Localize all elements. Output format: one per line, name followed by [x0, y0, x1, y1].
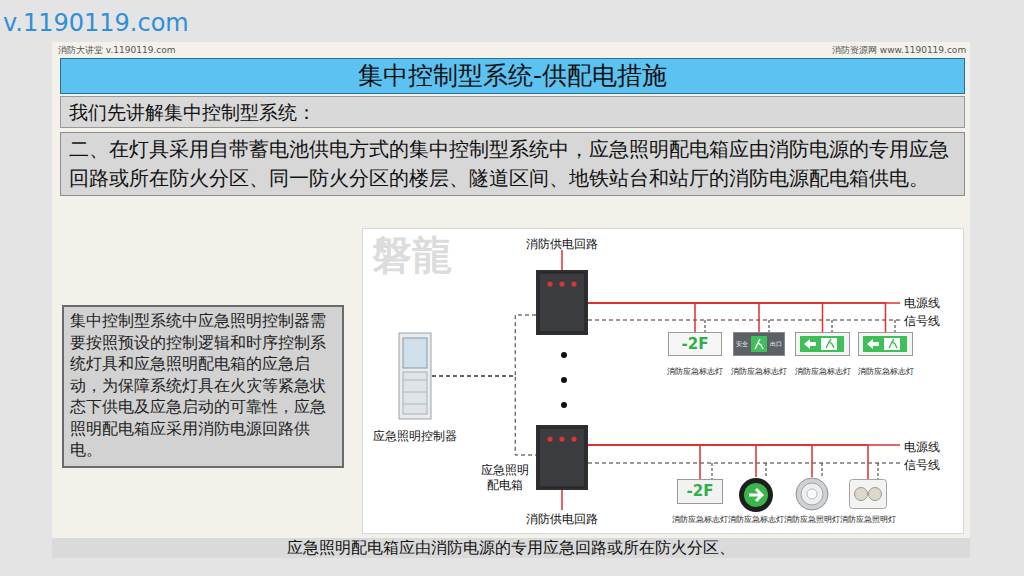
sign-lamp: 消防应急标志灯安全出口 — [733, 332, 785, 356]
header-note: 消防资源网 www.1190119.com — [832, 44, 966, 57]
caption-bar: 应急照明配电箱应由消防电源的专用应急回路或所在防火分区、 — [52, 538, 970, 558]
sign-text: -2F — [677, 482, 723, 500]
supply-line — [561, 250, 563, 270]
note-box: 集中控制型系统中应急照明控制器需要按照预设的控制逻辑和时序控制系统灯具和应急照明… — [62, 305, 344, 468]
signal-connector — [432, 315, 536, 376]
line-label: 电源线 — [904, 295, 940, 312]
power-connector — [588, 445, 868, 479]
power-connector — [588, 445, 812, 477]
power-connector — [588, 303, 886, 332]
power-connector — [588, 303, 823, 332]
node-label: 消防应急标志灯 — [731, 366, 787, 377]
sign-lamp: 消防应急标志灯-2F — [677, 479, 723, 504]
lighting-lamp-graphic — [849, 479, 887, 509]
sign-lamp-graphic — [795, 332, 850, 356]
distribution-box-graphic — [536, 270, 588, 335]
node-label: 消防应急标志灯 — [858, 366, 914, 377]
line-label: 电源线 — [904, 439, 940, 456]
node-label: 消防应急标志灯 — [795, 366, 851, 377]
sign-lamp: 消防应急标志灯 — [858, 332, 913, 356]
lighting-lamp: 消防应急照明灯 — [795, 477, 829, 511]
line-label: 信号线 — [904, 457, 940, 474]
power-connector — [588, 445, 756, 477]
distribution-box-graphic — [536, 425, 588, 490]
signal-bus — [588, 320, 900, 321]
sign-text: -2F — [668, 335, 722, 353]
lighting-lamp: 消防应急照明灯 — [849, 479, 887, 509]
node-text: 集中控制型系统-供配电措施 — [61, 61, 964, 91]
signal-bus — [588, 463, 900, 464]
node-label: 消防供电回路 — [526, 511, 598, 528]
node-label: 消防供电回路 — [526, 236, 598, 253]
node-text: 二、在灯具采用自带蓄电池供电方式的集中控制型系统中，应急照明配电箱应由消防电源的… — [69, 135, 956, 193]
sign-lamp: 消防应急标志灯 — [795, 332, 850, 356]
watermark: 磐龍 — [372, 228, 452, 283]
node-label: 应急照明控制器 — [373, 428, 457, 445]
paragraph-box: 二、在灯具采用自带蓄电池供电方式的集中控制型系统中，应急照明配电箱应由消防电源的… — [60, 132, 965, 196]
distribution-box: 消防供电回路 — [536, 270, 588, 335]
controller-cabinet: 应急照明控制器 — [398, 332, 432, 420]
sign-lamp: 消防应急标志灯-2F — [668, 332, 722, 356]
lighting-lamp-graphic — [795, 477, 829, 511]
subtitle-band: 我们先讲解集中控制型系统： — [60, 96, 965, 128]
node-label: 消防应急照明灯 — [840, 515, 896, 525]
sign-text: 安全 — [736, 340, 748, 349]
power-connector — [588, 303, 695, 332]
title-band: 集中控制型系统-供配电措施 — [60, 58, 965, 94]
supply-line — [561, 490, 563, 510]
node-label: 应急照明配电箱 — [480, 463, 530, 493]
distribution-box: 应急照明配电箱消防供电回路 — [536, 425, 588, 490]
node-text: 我们先讲解集中控制型系统： — [69, 99, 956, 125]
sign-lamp-graphic — [858, 332, 913, 356]
header-note: 消防大讲堂 v.1190119.com — [58, 44, 176, 57]
ellipsis-dots — [561, 352, 567, 408]
controller-cabinet-graphic — [398, 332, 432, 420]
sign-text: 出口 — [770, 340, 782, 349]
sign-lamp: 消防应急标志灯 — [738, 477, 774, 513]
watermark: v.1190119.com — [3, 9, 189, 37]
node-label: 消防应急标志灯 — [667, 366, 723, 377]
node-label: 消防应急标志灯 — [672, 515, 728, 525]
power-connector — [588, 303, 759, 332]
node-text: 集中控制型系统中应急照明控制器需要按照预设的控制逻辑和时序控制系统灯具和应急照明… — [70, 311, 336, 462]
sign-lamp-graphic — [738, 477, 774, 513]
caption-text: 应急照明配电箱应由消防电源的专用应急回路或所在防火分区、 — [52, 538, 970, 558]
signal-connector — [432, 376, 536, 455]
power-connector — [588, 445, 700, 479]
node-label: 消防应急标志灯 — [728, 515, 784, 525]
node-label: 消防应急照明灯 — [784, 515, 840, 525]
line-label: 信号线 — [904, 313, 940, 330]
